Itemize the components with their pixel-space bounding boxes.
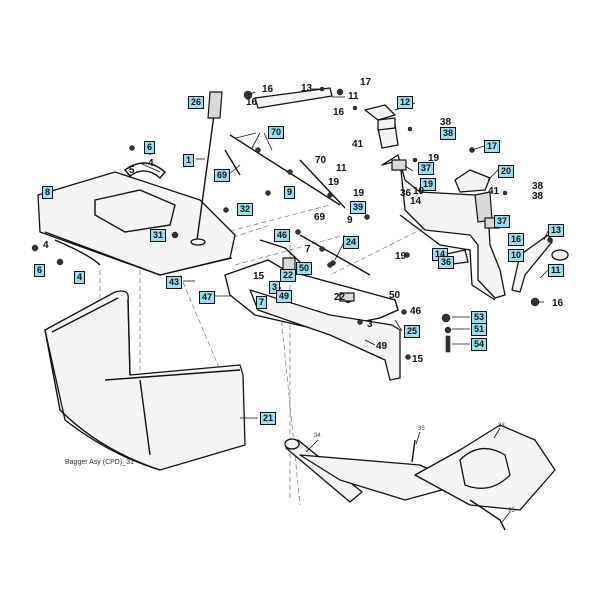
- label-p11: 11: [348, 91, 359, 102]
- label-20: 20: [498, 165, 515, 178]
- label-54: 54: [471, 338, 488, 351]
- label-p19e: 19: [413, 186, 425, 197]
- label-p17: 17: [360, 77, 372, 88]
- label-7: 7: [256, 296, 268, 309]
- label-31: 31: [150, 229, 167, 242]
- label-p49: 49: [376, 341, 388, 352]
- label-p14: 14: [410, 196, 422, 207]
- label-70: 70: [268, 126, 285, 139]
- label-69: 69: [214, 169, 231, 182]
- label-p11b: 11: [336, 163, 347, 174]
- label-19: 19: [420, 178, 437, 191]
- label-p19a: 19: [328, 177, 340, 188]
- label-p41b: 41: [488, 186, 500, 197]
- label-50: 50: [296, 262, 313, 275]
- label-r34: 34: [314, 433, 321, 439]
- bag-frame-21: [44, 290, 246, 471]
- label-p41: 41: [352, 139, 364, 150]
- label-25: 25: [404, 325, 421, 338]
- label-p38a: 38: [440, 117, 452, 128]
- label-p19b: 19: [353, 188, 365, 199]
- label-17: 17: [484, 140, 501, 153]
- lift-lever-assembly: [381, 154, 569, 307]
- label-p15a: 15: [253, 271, 265, 282]
- label-p50: 50: [389, 290, 401, 301]
- label-p9: 9: [347, 215, 353, 226]
- label-16: 16: [508, 233, 525, 246]
- label-47: 47: [199, 291, 216, 304]
- top-rods: [224, 134, 346, 209]
- label-32: 32: [237, 203, 254, 216]
- label-p19c: 19: [428, 153, 440, 164]
- label-r35: 35: [418, 426, 425, 432]
- label-51: 51: [471, 323, 488, 336]
- label-6: 6: [144, 141, 156, 154]
- label-21: 21: [260, 412, 277, 425]
- label-43: 43: [166, 276, 183, 289]
- label-24: 24: [343, 236, 360, 249]
- label-26: 26: [188, 96, 205, 109]
- label-12: 12: [397, 96, 414, 109]
- label-p46: 46: [410, 306, 422, 317]
- label-p3: 3: [367, 319, 373, 330]
- label-p15b: 15: [412, 354, 424, 365]
- label-r33: 33: [498, 423, 505, 429]
- label-p7: 7: [305, 244, 311, 255]
- label-10: 10: [508, 249, 525, 262]
- label-p38c: 38: [532, 191, 544, 202]
- label-1: 1: [183, 154, 195, 167]
- label-p19d: 19: [395, 251, 407, 262]
- label-36: 36: [438, 256, 455, 269]
- label-39: 39: [350, 201, 367, 214]
- label-p36: 36: [400, 188, 412, 199]
- label-6b: 6: [34, 264, 46, 277]
- label-p4b: 4: [43, 240, 49, 251]
- label-37: 37: [418, 162, 435, 175]
- label-4: 4: [74, 271, 86, 284]
- bag-cover-8: [37, 162, 236, 276]
- label-p16a: 16: [262, 84, 274, 95]
- label-38: 38: [440, 127, 457, 140]
- label-13: 13: [548, 224, 565, 237]
- label-r35b: 35: [508, 508, 515, 514]
- label-p4: 4: [148, 158, 154, 169]
- label-p22: 22: [334, 292, 346, 303]
- label-p16c: 16: [552, 298, 564, 309]
- label-37b: 37: [494, 215, 511, 228]
- label-8: 8: [42, 186, 54, 199]
- label-49: 49: [276, 290, 293, 303]
- diagram-caption: Bagger Asy (CPD)_31: [65, 459, 134, 466]
- label-22: 22: [280, 269, 297, 282]
- upper-bracket: [243, 87, 399, 149]
- label-46: 46: [274, 229, 291, 242]
- label-3: 3: [269, 281, 281, 294]
- label-p16b: 16: [333, 107, 345, 118]
- label-11: 11: [548, 264, 564, 277]
- label-p5: 5: [129, 165, 135, 176]
- label-p13: 13: [301, 83, 313, 94]
- handle-rod: [190, 91, 223, 246]
- label-p70: 70: [315, 155, 327, 166]
- label-p16d: 16: [246, 97, 258, 108]
- label-p38b: 38: [532, 181, 544, 192]
- label-p69: 69: [314, 212, 326, 223]
- label-9: 9: [284, 186, 296, 199]
- bottom-assembly: [284, 424, 556, 531]
